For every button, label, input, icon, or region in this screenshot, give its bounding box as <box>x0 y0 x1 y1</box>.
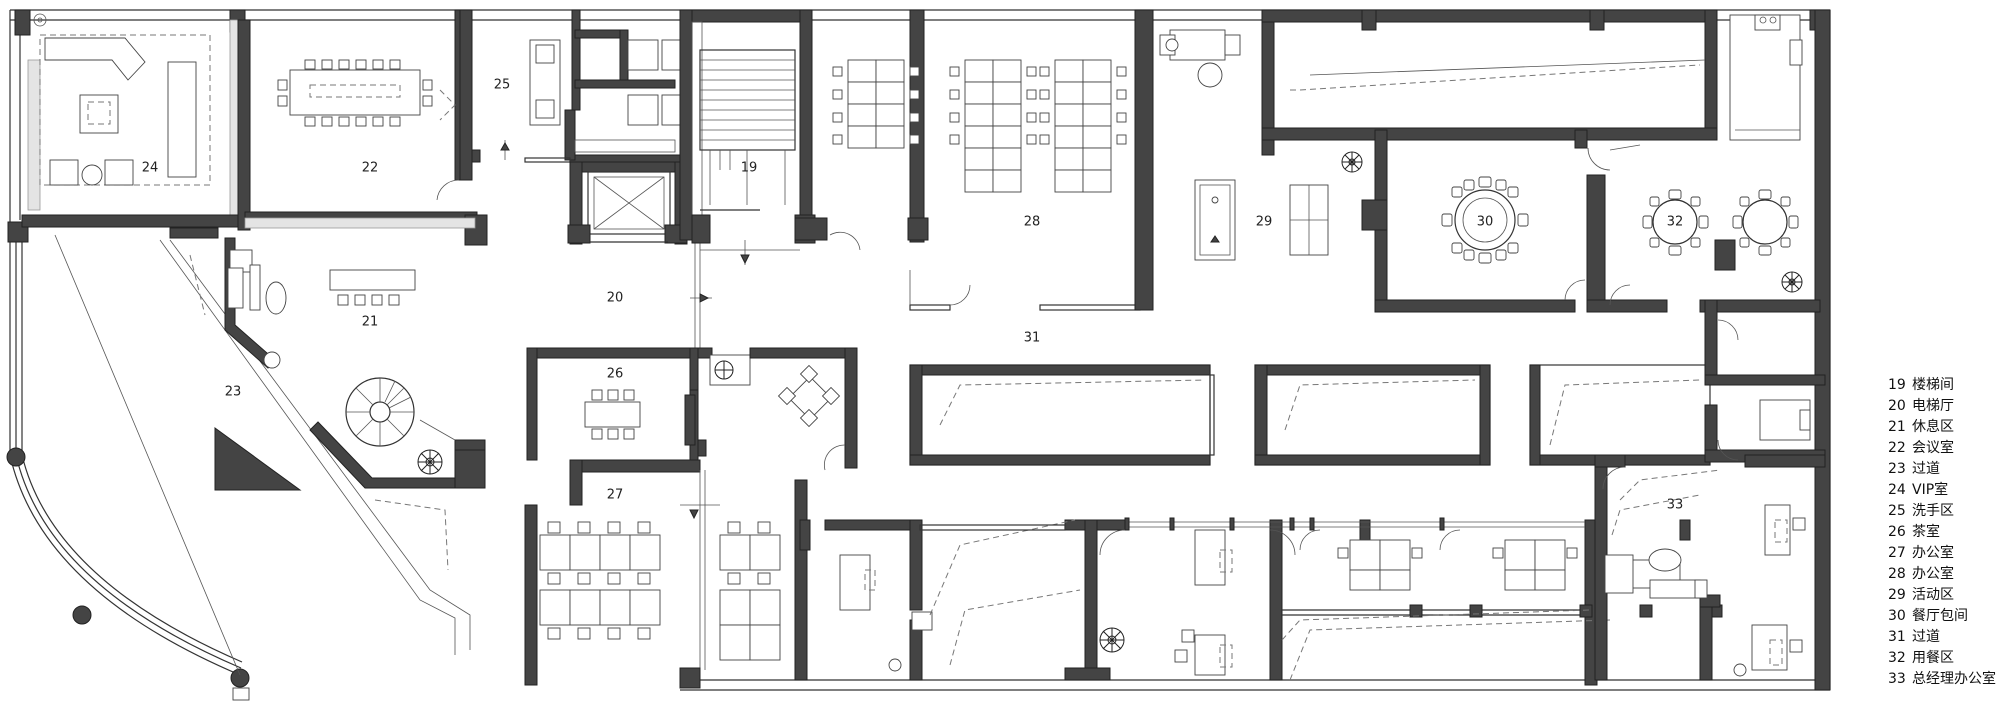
legend-label: 餐厅包间 <box>1912 608 1968 624</box>
room-number-29: 29 <box>1256 215 1273 230</box>
room-24 <box>14 9 251 231</box>
legend-num: 33 <box>1888 671 1906 687</box>
room-28 <box>794 9 1154 311</box>
legend-label: 活动区 <box>1912 587 1954 603</box>
room-19-stair <box>679 9 816 244</box>
corridor-23 <box>54 234 471 676</box>
room-number-25: 25 <box>494 78 511 93</box>
room-27 <box>524 459 808 689</box>
room-25 <box>459 9 693 181</box>
legend-item: 30 餐厅包间 <box>1888 608 1968 624</box>
legend-label: 茶室 <box>1912 523 1940 540</box>
room-33 <box>1594 454 1826 681</box>
legend-label: 会议室 <box>1912 439 1954 456</box>
room-31 <box>909 364 1711 466</box>
room-number-labels: 19 20 21 22 23 24 25 26 27 28 29 30 31 3… <box>142 78 1684 513</box>
room-number-22: 22 <box>362 161 379 176</box>
legend-item: 27 办公室 <box>1888 544 1954 561</box>
room-29 <box>1134 9 1363 311</box>
legend-label: 洗手区 <box>1912 503 1954 519</box>
legend-item: 32 用餐区 <box>1888 650 1954 666</box>
room-number-26: 26 <box>607 367 624 382</box>
top-right-room <box>1261 9 1831 691</box>
room-number-24: 24 <box>142 161 159 176</box>
room-number-21: 21 <box>362 315 379 330</box>
legend-label: 楼梯间 <box>1912 377 1954 393</box>
legend: 19 楼梯间 20 电梯厅 21 休息区 22 会议室 23 过道 24 VIP… <box>1888 377 1996 687</box>
legend-num: 28 <box>1888 566 1906 582</box>
room-26 <box>526 347 858 471</box>
room-number-28: 28 <box>1024 215 1041 230</box>
legend-item: 24 VIP室 <box>1888 481 1948 498</box>
room-number-23: 23 <box>225 385 242 400</box>
room-number-32: 32 <box>1667 215 1684 230</box>
legend-item: 19 楼梯间 <box>1888 377 1954 393</box>
legend-num: 20 <box>1888 398 1906 414</box>
legend-num: 25 <box>1888 503 1906 519</box>
legend-item: 22 会议室 <box>1888 439 1954 456</box>
legend-label: 办公室 <box>1912 565 1954 582</box>
legend-label: 过道 <box>1912 461 1940 477</box>
legend-num: 29 <box>1888 587 1906 603</box>
legend-label: 休息区 <box>1912 418 1954 435</box>
legend-item: 25 洗手区 <box>1888 503 1954 519</box>
right-small-rooms <box>1704 299 1826 463</box>
room-number-19: 19 <box>741 161 758 176</box>
legend-label: VIP室 <box>1912 481 1948 498</box>
bottom-offices <box>799 517 1723 686</box>
room-number-33: 33 <box>1667 498 1684 513</box>
legend-label: 用餐区 <box>1912 650 1954 666</box>
room-number-31: 31 <box>1024 331 1041 346</box>
legend-item: 29 活动区 <box>1888 587 1954 603</box>
legend-num: 23 <box>1888 461 1906 477</box>
room-number-30: 30 <box>1477 215 1494 230</box>
legend-num: 27 <box>1888 545 1906 561</box>
legend-item: 26 茶室 <box>1888 523 1940 540</box>
legend-num: 24 <box>1888 482 1906 498</box>
legend-item: 23 过道 <box>1888 461 1940 477</box>
curved-facade <box>6 221 250 701</box>
legend-num: 22 <box>1888 440 1906 456</box>
legend-label: 总经理办公室 <box>1912 670 1996 687</box>
legend-num: 32 <box>1888 650 1906 666</box>
legend-num: 30 <box>1888 608 1906 624</box>
legend-num: 21 <box>1888 419 1906 435</box>
room-number-27: 27 <box>607 488 624 503</box>
legend-label: 过道 <box>1912 629 1940 645</box>
legend-item: 31 过道 <box>1888 629 1940 645</box>
room-32 <box>1586 144 1821 313</box>
room-number-20: 20 <box>607 291 624 306</box>
legend-label: 办公室 <box>1912 544 1954 561</box>
legend-item: 33 总经理办公室 <box>1888 670 1996 687</box>
room-30 <box>1361 129 1588 313</box>
room-22 <box>244 9 488 246</box>
legend-num: 31 <box>1888 629 1906 645</box>
room-21 <box>169 217 486 571</box>
legend-item: 21 休息区 <box>1888 418 1954 435</box>
legend-item: 20 电梯厅 <box>1888 398 1954 414</box>
legend-num: 19 <box>1888 377 1906 393</box>
legend-num: 26 <box>1888 524 1906 540</box>
legend-item: 28 办公室 <box>1888 565 1954 582</box>
legend-label: 电梯厅 <box>1912 398 1954 414</box>
